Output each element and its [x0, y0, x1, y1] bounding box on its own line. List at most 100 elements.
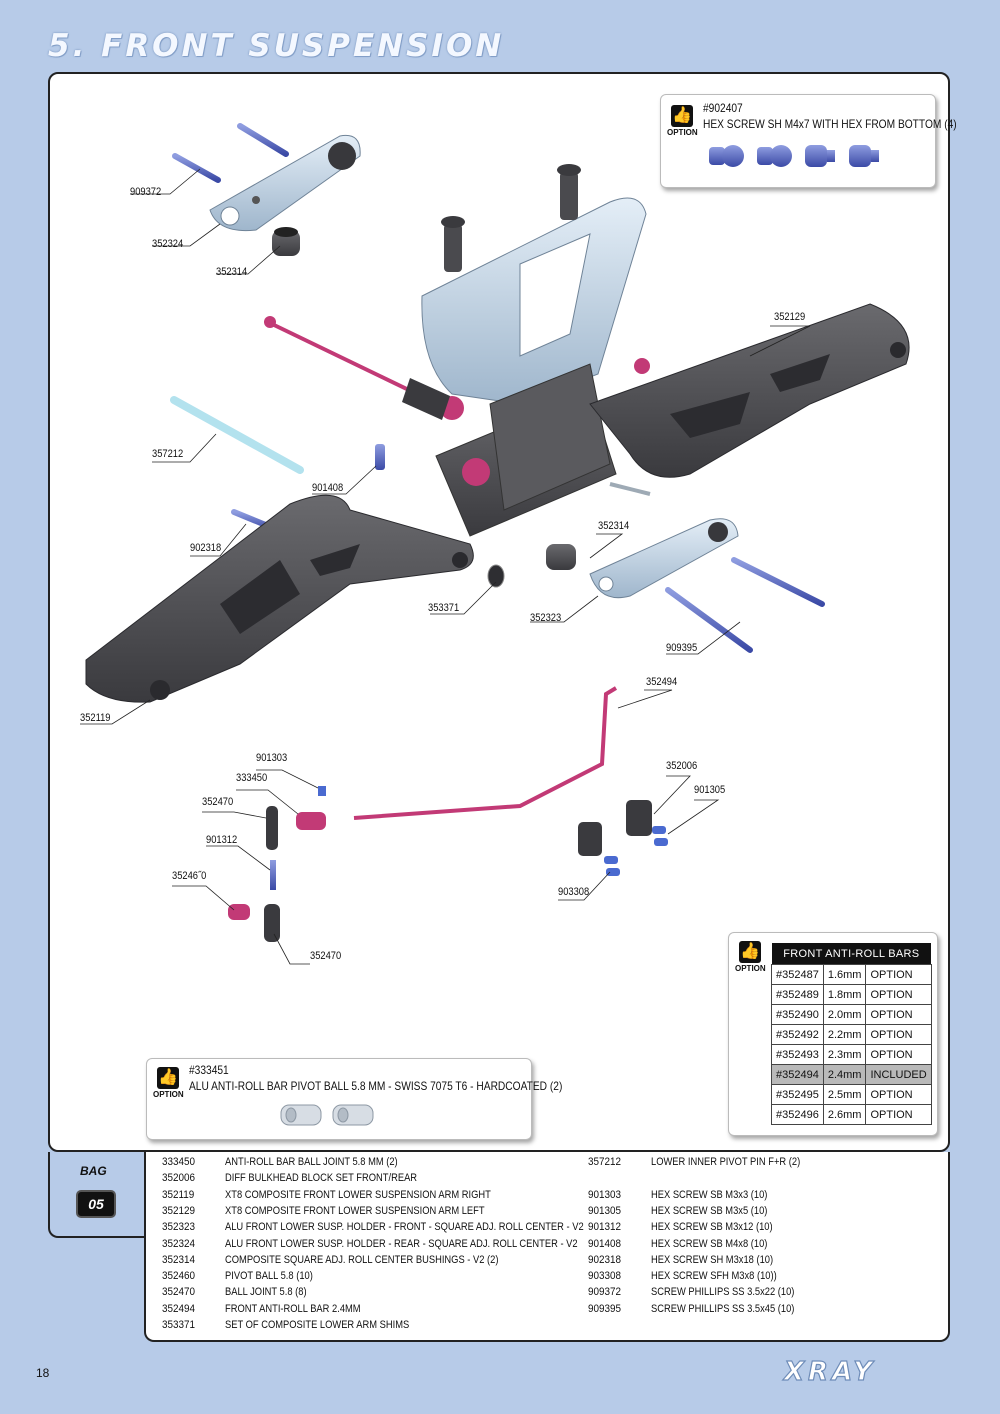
part-code: 901303 — [588, 1188, 622, 1201]
part-description: ALU FRONT LOWER SUSP. HOLDER - REAR - SQ… — [225, 1237, 578, 1250]
cell-status: OPTION — [865, 1004, 932, 1025]
option-pivot-desc: ALU ANTI-ROLL BAR PIVOT BALL 5.8 MM - SW… — [189, 1079, 563, 1093]
callout-352314-upper: 352314 — [216, 266, 248, 278]
option-label: OPTION — [667, 128, 698, 137]
diff-bulkhead-block — [435, 358, 650, 537]
callout-352494: 352494 — [646, 676, 678, 688]
option-badge: 👍 OPTION — [667, 105, 698, 137]
leader-lines — [80, 168, 811, 965]
option-badge: 👍 OPTION — [735, 941, 766, 973]
arm-352129 — [589, 303, 910, 496]
option-screw-desc: HEX SCREW SH M4x7 WITH HEX FROM BOTTOM (… — [703, 117, 957, 131]
cell-part: #352494 — [771, 1064, 824, 1085]
table-title: FRONT ANTI-ROLL BARS — [771, 943, 932, 965]
part-code: 352324 — [162, 1237, 196, 1250]
part-code: 901305 — [588, 1204, 622, 1217]
cell-size: 2.4mm — [822, 1064, 867, 1085]
part-code: 909372 — [588, 1286, 622, 1299]
callout-352470-upper: 352470 — [202, 796, 234, 808]
cell-status: OPTION — [865, 964, 932, 985]
cell-size: 1.8mm — [822, 984, 867, 1005]
callout-903308: 903308 — [558, 886, 590, 898]
page-title: 5. FRONT SUSPENSION — [48, 28, 505, 64]
pin-357212 — [170, 396, 304, 474]
callout-352129: 352129 — [774, 311, 806, 323]
shock-tower — [421, 164, 647, 405]
option-pivot-box: 👍 OPTION #333451 ALU ANTI-ROLL BAR PIVOT… — [146, 1058, 562, 1140]
cell-status: OPTION — [865, 984, 932, 1005]
bag-tab: BAG 05 — [48, 1152, 144, 1238]
callout-352324: 352324 — [152, 238, 184, 250]
cell-part: #352487 — [771, 964, 824, 985]
part-description: ALU FRONT LOWER SUSP. HOLDER - FRONT - S… — [225, 1221, 584, 1234]
option-screw-images — [709, 145, 879, 167]
callout-352006: 352006 — [666, 760, 698, 772]
callout-909372: 909372 — [130, 186, 162, 198]
part-code: 352323 — [162, 1221, 196, 1234]
option-badge: 👍 OPTION — [153, 1067, 184, 1099]
part-code: 352314 — [162, 1253, 196, 1266]
callout-909395: 909395 — [666, 642, 698, 654]
cell-part: #352496 — [771, 1104, 824, 1125]
option-label: OPTION — [735, 964, 766, 973]
part-code: 901408 — [588, 1237, 622, 1250]
screw-909395 — [665, 557, 825, 653]
part-code: 352494 — [162, 1302, 196, 1315]
part-code: 909395 — [588, 1302, 622, 1315]
callout-902318: 902318 — [190, 542, 222, 554]
option-pivot-images — [280, 1104, 374, 1126]
option-pivot-part: #333451 — [189, 1063, 229, 1077]
bushing-352314-upper — [272, 227, 300, 256]
callout-352119: 352119 — [80, 712, 111, 724]
part-description: SCREW PHILLIPS SS 3.5x45 (10) — [651, 1302, 795, 1315]
cell-part: #352495 — [771, 1084, 824, 1105]
cell-size: 1.6mm — [822, 964, 867, 985]
cell-size: 2.2mm — [822, 1024, 867, 1045]
part-description: FRONT ANTI-ROLL BAR 2.4MM — [225, 1302, 361, 1315]
screw-901408 — [375, 444, 385, 470]
part-code: 352129 — [162, 1204, 196, 1217]
page-number: 18 — [36, 1366, 50, 1380]
part-description: HEX SCREW SB M3x5 (10) — [651, 1204, 768, 1217]
part-code: 333450 — [162, 1156, 196, 1168]
option-screw-box: 👍 OPTION #902407 HEX SCREW SH M4x7 WITH … — [660, 94, 957, 188]
svg-text:XRAY: XRAY — [782, 1357, 876, 1387]
cell-size: 2.5mm — [822, 1084, 867, 1105]
cell-part: #352493 — [771, 1044, 824, 1065]
cell-part: #352492 — [771, 1024, 824, 1045]
part-description: HEX SCREW SFH M3x8 (10)) — [651, 1270, 777, 1283]
anti-roll-bar-352494 — [353, 686, 618, 820]
cell-status: OPTION — [865, 1104, 932, 1125]
part-description: SET OF COMPOSITE LOWER ARM SHIMS — [225, 1319, 410, 1331]
cell-part: #352489 — [771, 984, 824, 1005]
cell-size: 2.0mm — [822, 1004, 867, 1025]
option-screw-part: #902407 — [703, 101, 743, 115]
part-description: DIFF BULKHEAD BLOCK SET FRONT/REAR — [225, 1172, 418, 1185]
part-description: LOWER INNER PIVOT PIN F+R (2) — [651, 1156, 801, 1168]
cell-status: INCLUDED — [865, 1064, 932, 1085]
part-description: PIVOT BALL 5.8 (10) — [225, 1270, 313, 1283]
callout-352470-lower: 352470 — [310, 950, 342, 962]
cell-status: OPTION — [865, 1044, 932, 1065]
part-code: 352119 — [162, 1188, 195, 1201]
holder-352324 — [209, 134, 361, 232]
part-code: 353371 — [162, 1319, 196, 1331]
part-code: 902318 — [588, 1253, 622, 1266]
part-code: 352460 — [162, 1270, 196, 1283]
callout-901303: 901303 — [256, 752, 288, 764]
part-description: HEX SCREW SB M3x12 (10) — [651, 1221, 773, 1234]
callout-901305: 901305 — [694, 784, 726, 796]
screw-909372 — [172, 123, 289, 183]
drive-shaft — [264, 316, 450, 420]
bag-label: BAG — [80, 1164, 107, 1178]
